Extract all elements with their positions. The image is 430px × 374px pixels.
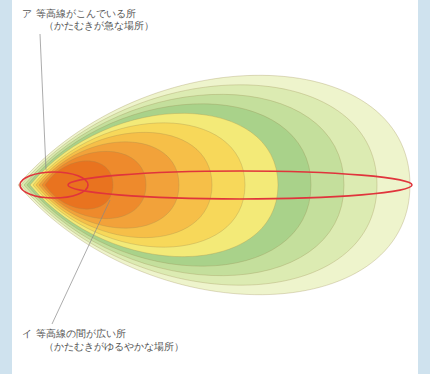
contour-band bbox=[45, 161, 113, 209]
label-text: 等高線の間が広い所 bbox=[36, 328, 126, 340]
label-text: 等高線がこんでいる所 bbox=[36, 8, 136, 20]
leader-line bbox=[40, 34, 46, 170]
contour-band bbox=[39, 142, 179, 228]
contour-band bbox=[42, 151, 146, 218]
contour-band bbox=[33, 123, 245, 247]
contour-band bbox=[24, 94, 344, 275]
gentle-area-ring bbox=[68, 171, 412, 199]
leader-line bbox=[52, 200, 110, 324]
steep-area-ring bbox=[20, 172, 88, 198]
label-note: （かたむきが急な場所） bbox=[44, 20, 154, 32]
contour-band bbox=[18, 75, 410, 294]
panel bbox=[12, 0, 418, 374]
label-note: （かたむきがゆるやかな場所） bbox=[44, 341, 184, 353]
callout-mark: イ bbox=[22, 328, 32, 340]
contour-band bbox=[36, 132, 212, 237]
callout-mark: ア bbox=[22, 8, 32, 20]
contour-lines bbox=[18, 75, 410, 294]
contour-band bbox=[21, 85, 377, 285]
contour-band bbox=[27, 104, 311, 266]
